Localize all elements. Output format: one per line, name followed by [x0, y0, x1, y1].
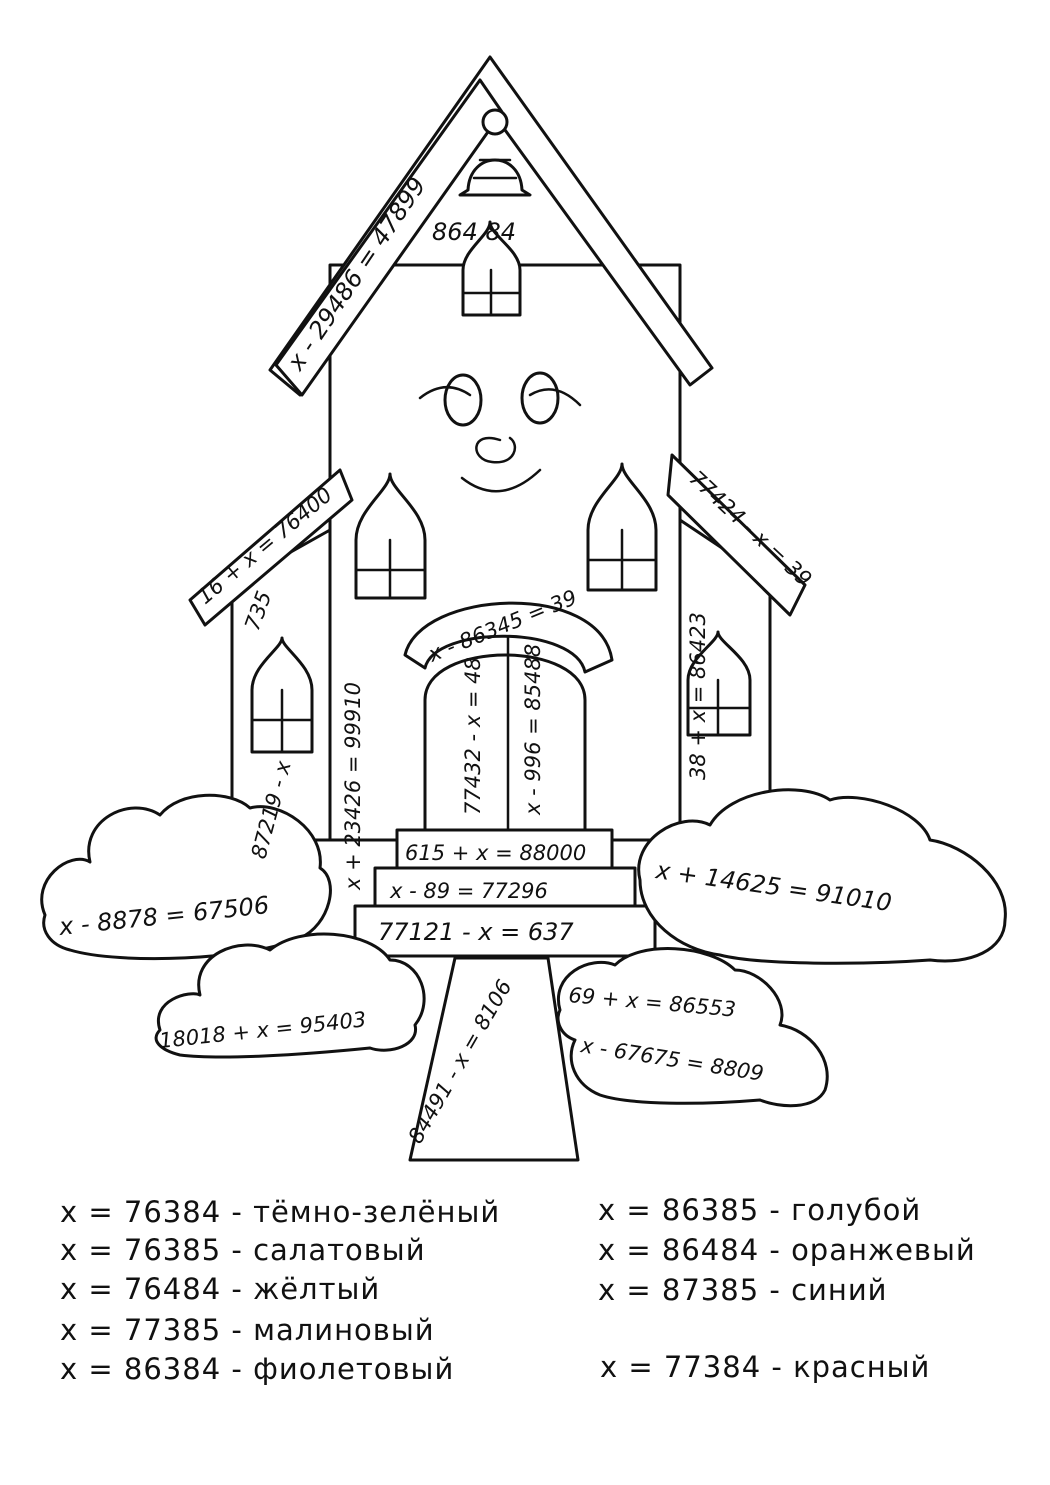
window-top — [461, 220, 522, 317]
bell-number: 864 84 — [432, 218, 516, 246]
right-roof-board — [666, 453, 807, 617]
garden-path — [408, 956, 580, 1162]
bell-knob — [481, 108, 509, 136]
window-right-wing — [686, 630, 752, 737]
step-middle-equation: x - 89 = 77296 — [389, 879, 548, 903]
bush-left — [40, 793, 332, 961]
step-top-equation: 615 + x = 88000 — [405, 841, 586, 865]
center-left-equation: x + 23426 = 99910 — [341, 682, 365, 891]
right-eye — [520, 371, 560, 425]
step-bottom-equation: 77121 - x = 637 — [378, 918, 574, 946]
step-bottom — [353, 904, 657, 958]
window-left-main — [354, 472, 427, 600]
bush-lower-left — [154, 932, 426, 1059]
left-roof-board — [188, 468, 354, 627]
window-left-wing — [250, 636, 314, 754]
nose — [475, 436, 517, 464]
left-eye — [443, 373, 483, 427]
window-right-main — [586, 462, 658, 592]
smile — [460, 468, 542, 493]
bush-lower-right — [556, 947, 829, 1108]
door-right-equation: x - 996 = 85488 — [521, 644, 545, 816]
door-arch — [403, 601, 614, 674]
house-face — [418, 371, 582, 493]
step-middle — [373, 866, 637, 908]
door — [423, 653, 587, 832]
door-left-equation: 77432 - x = 48 — [461, 657, 485, 815]
bush-right — [637, 788, 1007, 965]
right-wall-equation: 38 + x = 86423 — [686, 612, 710, 780]
